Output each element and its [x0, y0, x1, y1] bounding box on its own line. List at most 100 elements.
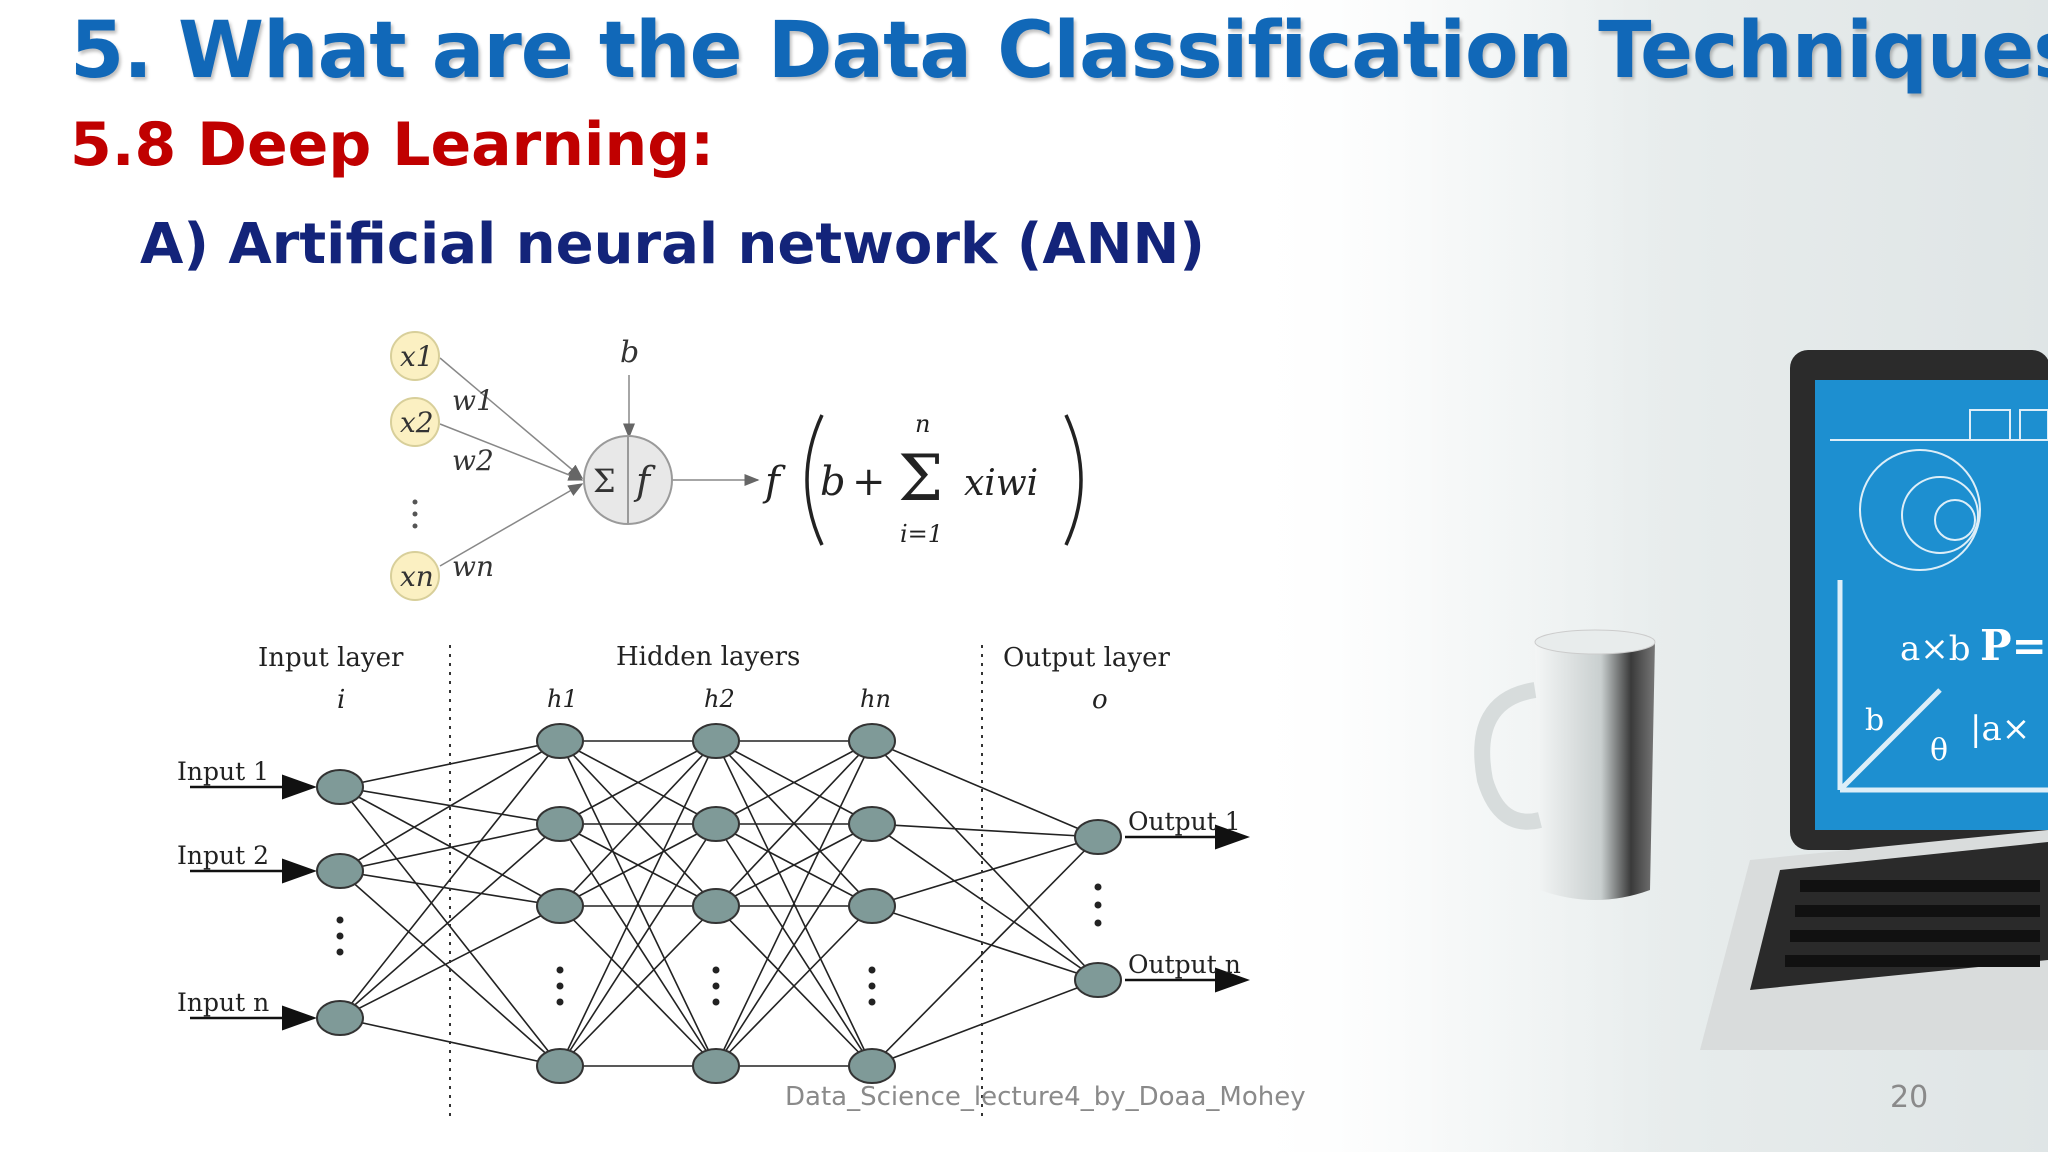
- input-label-xn: xn: [400, 560, 434, 593]
- ellipsis-dot: [868, 966, 876, 974]
- screen-axb-text: a×b: [1900, 629, 1971, 669]
- edge-hidden-2-hidden-n: [715, 823, 873, 907]
- edge-hidden-2-hidden-n: [715, 823, 873, 1067]
- output-label-n: Output n: [1128, 950, 1241, 979]
- input-node-xn: [390, 551, 440, 601]
- input-node-x2: [390, 397, 440, 447]
- edge-hidden-n-output: [871, 836, 1099, 1067]
- weight-label-wn: wn: [452, 550, 494, 583]
- edge-input-hidden-1: [339, 870, 561, 1067]
- edge-hidden-n-output: [871, 740, 1099, 838]
- layer-symbol-o: o: [1092, 685, 1108, 715]
- input-node-x1: [390, 331, 440, 381]
- input-node-1: [316, 769, 364, 805]
- ellipsis-dot: [712, 998, 720, 1006]
- edge-hidden-1-hidden-2: [559, 905, 717, 1067]
- edge-input-hidden-1: [339, 786, 561, 907]
- ellipsis-dot: [712, 982, 720, 990]
- network-nodes: [316, 723, 1122, 1084]
- input-label-2: Input 2: [177, 841, 269, 870]
- ellipsis-dot: [868, 998, 876, 1006]
- section-heading: A) Artificial neural network (ANN): [140, 212, 1205, 277]
- edge-input-hidden-1: [339, 823, 561, 872]
- screen-formula-text: P=2: [1980, 621, 2048, 670]
- edge-hidden-1-hidden-2: [559, 740, 717, 825]
- slide-title: 5. What are the Data Classification Tech…: [70, 6, 2048, 96]
- formula-f: f: [762, 459, 786, 505]
- ellipsis-dot: [556, 982, 564, 990]
- edge-hidden-n-output: [871, 823, 1099, 838]
- hidden-1-node-3: [536, 888, 584, 924]
- edge-hidden-1-hidden-2: [559, 740, 717, 907]
- screen-b-text: b: [1865, 703, 1884, 738]
- edge-hidden-2-hidden-n: [715, 740, 873, 825]
- ellipsis-dot: [336, 932, 344, 940]
- bias-label: b: [620, 335, 639, 370]
- hidden-2-node-3: [692, 888, 740, 924]
- slide-footer: Data_Science_lecture4_by_Doaa_Mohey: [785, 1082, 1306, 1112]
- edge-input-hidden-1: [339, 740, 561, 872]
- slide-subtitle: 5.8 Deep Learning:: [70, 110, 715, 180]
- input-node-2: [316, 853, 364, 889]
- output-node-1: [1074, 819, 1122, 855]
- weight-edge-2: [439, 423, 584, 481]
- weight-edge-1: [439, 357, 584, 479]
- sum-symbol: Σ: [593, 462, 616, 500]
- hidden-2-node-1: [692, 723, 740, 759]
- hidden-n-node-4: [848, 1048, 896, 1084]
- input-label-x1: x1: [400, 340, 434, 373]
- edge-hidden-1-hidden-2: [559, 823, 717, 1067]
- weight-label-w2: w2: [452, 444, 494, 477]
- edge-input-hidden-1: [339, 823, 561, 1019]
- input-label-x2: x2: [400, 406, 434, 439]
- layer-symbol-i: i: [337, 685, 345, 715]
- edge-hidden-1-hidden-2: [559, 740, 717, 1067]
- hidden-1-node-1: [536, 723, 584, 759]
- weight-edge-n: [439, 483, 584, 567]
- output-formula: f b + Σ n i=1 xiwi: [762, 410, 1083, 548]
- input-ellipsis: [412, 499, 418, 529]
- ellipsis-dot: [1094, 901, 1102, 909]
- ellipsis-dot: [868, 982, 876, 990]
- background-fade: [1240, 0, 1660, 1152]
- ellipsis-dot: [712, 966, 720, 974]
- hidden-2-node-4: [692, 1048, 740, 1084]
- ellipsis-dot: [1094, 919, 1102, 927]
- output-node-2: [1074, 962, 1122, 998]
- edge-hidden-1-hidden-2: [559, 823, 717, 907]
- edge-hidden-n-output: [871, 836, 1099, 907]
- screen-abs-text: |a×: [1970, 709, 2030, 749]
- perceptron-diagram: x1 x2 xn w1 w2 wn b Σ f f b + Σ n i=1 xi…: [390, 331, 1083, 601]
- neural-network-diagram: Input layer Hidden layers Output layer i…: [177, 642, 1250, 1120]
- layer-symbol-hn: hn: [860, 685, 891, 713]
- screen-theta-text: θ: [1930, 733, 1948, 768]
- input-label-1: Input 1: [177, 757, 269, 786]
- weight-label-w1: w1: [452, 384, 494, 417]
- formula-sum-upper: n: [915, 410, 930, 438]
- ellipsis-dot: [556, 966, 564, 974]
- ellipsis-dot: [1094, 883, 1102, 891]
- layer-title-hidden: Hidden layers: [616, 642, 800, 672]
- input-node-3: [316, 1000, 364, 1036]
- layer-symbol-h1: h1: [547, 685, 578, 713]
- edge-hidden-2-hidden-n: [715, 740, 873, 907]
- hidden-n-node-2: [848, 806, 896, 842]
- output-label-1: Output 1: [1128, 807, 1241, 836]
- laptop-image: P=2 a×b |a× θ b: [1700, 350, 2048, 1050]
- hidden-n-node-3: [848, 888, 896, 924]
- network-ellipses: [336, 883, 1102, 1006]
- page-number: 20: [1890, 1080, 1929, 1115]
- mug-image: [1474, 629, 1656, 900]
- hidden-n-node-1: [848, 723, 896, 759]
- formula-term: xiwi: [964, 463, 1038, 504]
- layer-symbol-h2: h2: [704, 685, 735, 713]
- input-label-n: Input n: [177, 988, 269, 1017]
- ellipsis-dot: [556, 998, 564, 1006]
- edge-hidden-n-output: [871, 905, 1099, 981]
- formula-sum-lower: i=1: [900, 520, 943, 548]
- ellipsis-dot: [336, 948, 344, 956]
- layer-title-output: Output layer: [1003, 643, 1171, 673]
- edge-hidden-n-output: [871, 823, 1099, 981]
- layer-title-input: Input layer: [258, 643, 404, 673]
- formula-sigma: Σ: [898, 442, 943, 516]
